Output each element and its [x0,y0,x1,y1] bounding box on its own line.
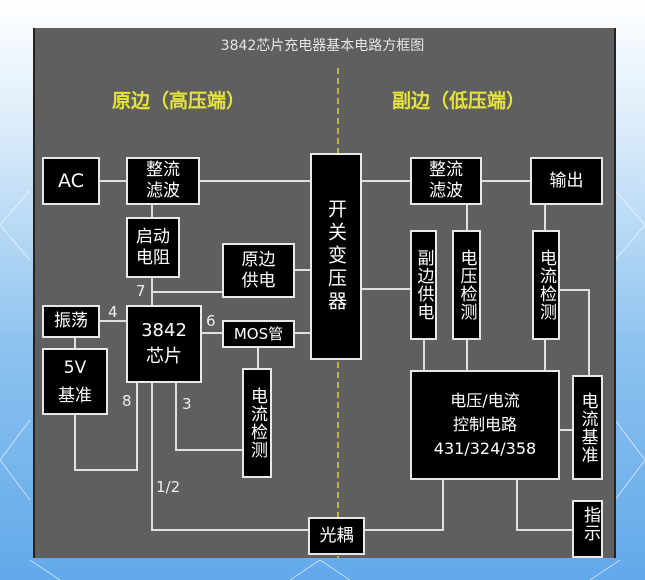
indicator-block: 指示 [572,500,603,558]
pin-4-label: 4 [108,303,118,321]
diagram-title: 3842芯片充电器基本电路方框图 [220,38,425,54]
primary-rectifier-block: 整流 滤波 [126,157,200,205]
output-block: 输出 [530,157,603,205]
pin-8-label: 8 [122,392,132,410]
oscillator-block: 振荡 [42,305,100,338]
current-reference-block: 电流基准 [572,375,603,480]
secondary-current-sense-block: 电流检测 [532,230,560,340]
startup-resistor-block: 启动 电阻 [126,217,180,278]
mosfet-block: MOS管 [222,320,295,348]
secondary-rectifier-block: 整流 滤波 [410,157,482,205]
pin-7-label: 7 [136,282,146,300]
secondary-supply-block: 副边供电 [410,230,437,340]
chip-3842-block: 3842 芯片 [126,305,202,383]
secondary-side-heading: 副边（低压端） [392,90,526,112]
pin-1-2-label: 1/2 [156,478,181,496]
optocoupler-block: 光耦 [308,517,365,555]
ac-input-block: AC [42,157,100,205]
primary-supply-block: 原边 供电 [222,243,295,298]
switching-transformer-block: 开关变压器 [310,153,362,360]
voltage-sense-block: 电压检测 [452,230,481,340]
primary-side-heading: 原边（高压端） [112,90,246,112]
primary-current-sense-block: 电流检测 [242,368,272,478]
pin-6-label: 6 [206,312,216,330]
voltage-current-control-block: 电压/电流 控制电路 431/324/358 [410,370,560,480]
pin-3-label: 3 [182,395,192,413]
5v-reference-block: 5V 基准 [42,348,108,415]
